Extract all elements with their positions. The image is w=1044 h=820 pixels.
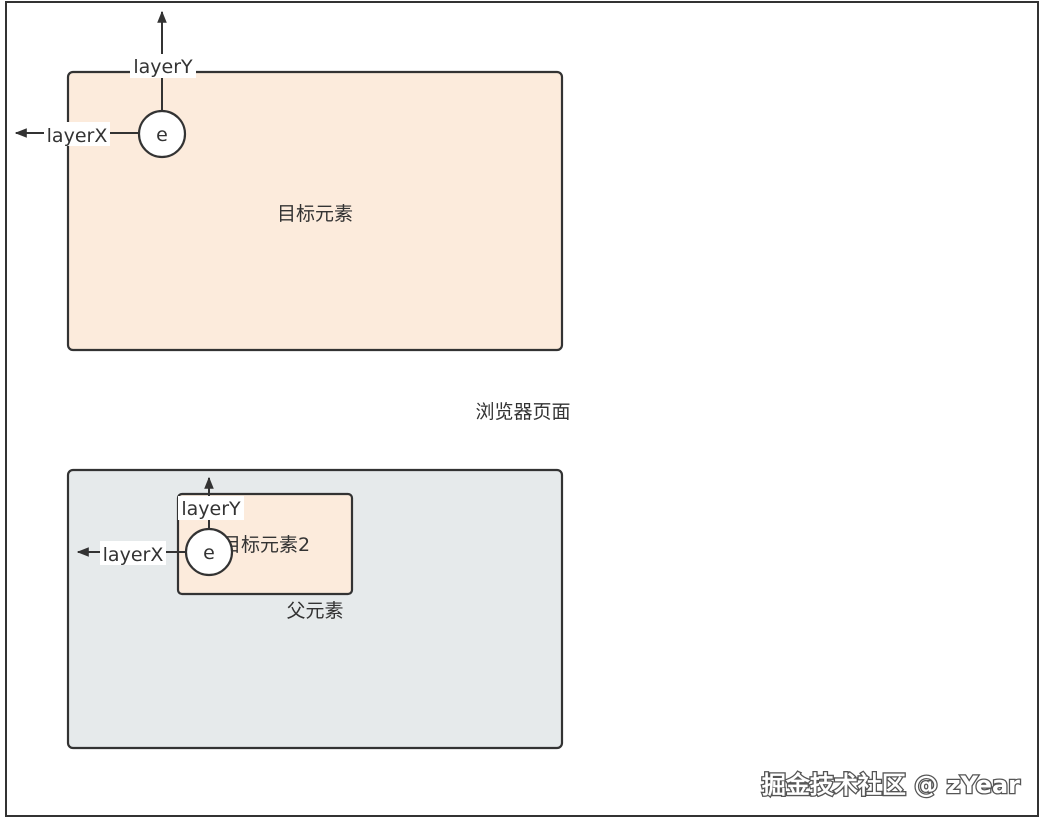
target-element-1-layer-y-label-bg	[130, 54, 196, 78]
target-element-2-event-circle	[184, 527, 234, 577]
target-element-2-layer-x-label: layerX	[103, 544, 164, 566]
target-element-2-layer-x-label-bg	[100, 541, 166, 565]
target-element-1-event-circle	[137, 109, 187, 159]
watermark-text: 掘金技术社区 @ zYear	[762, 771, 1020, 799]
target-element-1-layer-x-label: layerX	[47, 125, 108, 147]
target-element-1-box	[66, 70, 564, 352]
target-element-1-layer-y-label: layerY	[133, 56, 193, 78]
target-element-1-event-label: e	[156, 124, 168, 146]
target-element-2-layer-y-label-bg	[178, 496, 244, 520]
target-element-2-label: 目标元素2	[222, 534, 310, 556]
browser-page-label: 浏览器页面	[475, 401, 570, 423]
target-element-2-layer-y-label: layerY	[181, 498, 241, 520]
target-element-2-event-label: e	[203, 542, 215, 564]
target-element-1-layer-x-label-bg	[44, 122, 110, 146]
parent-element-label: 父元素	[286, 600, 343, 622]
target-element-1-label: 目标元素	[277, 203, 353, 225]
